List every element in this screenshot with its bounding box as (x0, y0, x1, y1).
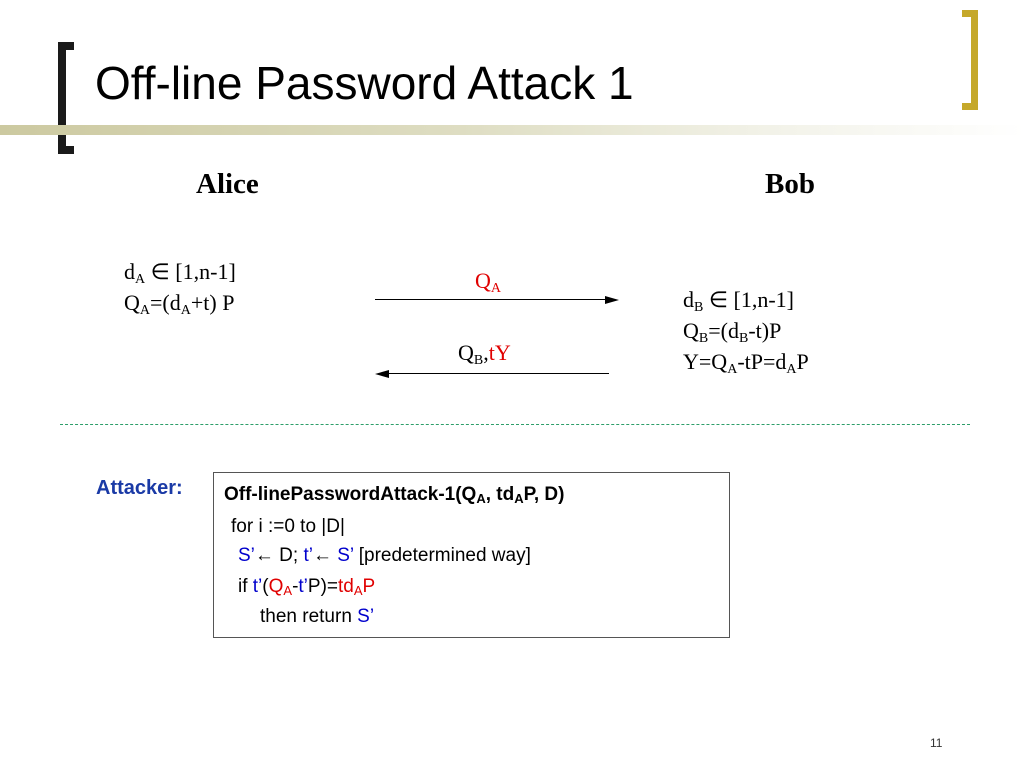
dashed-separator (60, 424, 970, 425)
alice-equations: dA ∈ [1,n-1] QA=(dA+t) P (124, 256, 236, 318)
bob-eq-1: dB ∈ [1,n-1] (683, 287, 794, 315)
algorithm-assign-line: S’← D; t’← S’ [predetermined way] (238, 545, 531, 566)
bob-label: Bob (765, 168, 815, 200)
right-bracket-decoration (962, 10, 978, 110)
page-number: 11 (930, 736, 943, 750)
algorithm-signature: Off-linePasswordAttack-1(QA, tdAP, D) (224, 484, 565, 506)
message-qa-label: QA (475, 268, 502, 296)
alice-eq-1: dA ∈ [1,n-1] (124, 259, 236, 287)
arrow-head-right-icon (605, 296, 619, 304)
algorithm-loop-line: for i :=0 to |D| (231, 516, 345, 537)
message-qb-ty-label: QB,tY (458, 340, 511, 368)
algorithm-return-line: then return S’ (260, 606, 375, 627)
bob-eq-3: Y=QA-tP=dAP (683, 349, 809, 377)
arrow-to-bob (375, 296, 620, 306)
arrow-to-alice (375, 370, 610, 380)
slide-title: Off-line Password Attack 1 (95, 57, 634, 109)
alice-label: Alice (196, 168, 259, 200)
left-bracket-decoration (58, 42, 74, 154)
alice-eq-2: QA=(dA+t) P (124, 290, 235, 318)
attacker-label: Attacker: (96, 477, 183, 499)
title-underline-bar (0, 125, 1024, 135)
algorithm-if-line: if t’(QA-t’P)=tdAP (238, 576, 376, 598)
bob-equations: dB ∈ [1,n-1] QB=(dB-t)P Y=QA-tP=dAP (683, 284, 809, 377)
bob-eq-2: QB=(dB-t)P (683, 318, 782, 346)
attack-algorithm-box (213, 472, 730, 638)
arrow-head-left-icon (375, 370, 389, 378)
